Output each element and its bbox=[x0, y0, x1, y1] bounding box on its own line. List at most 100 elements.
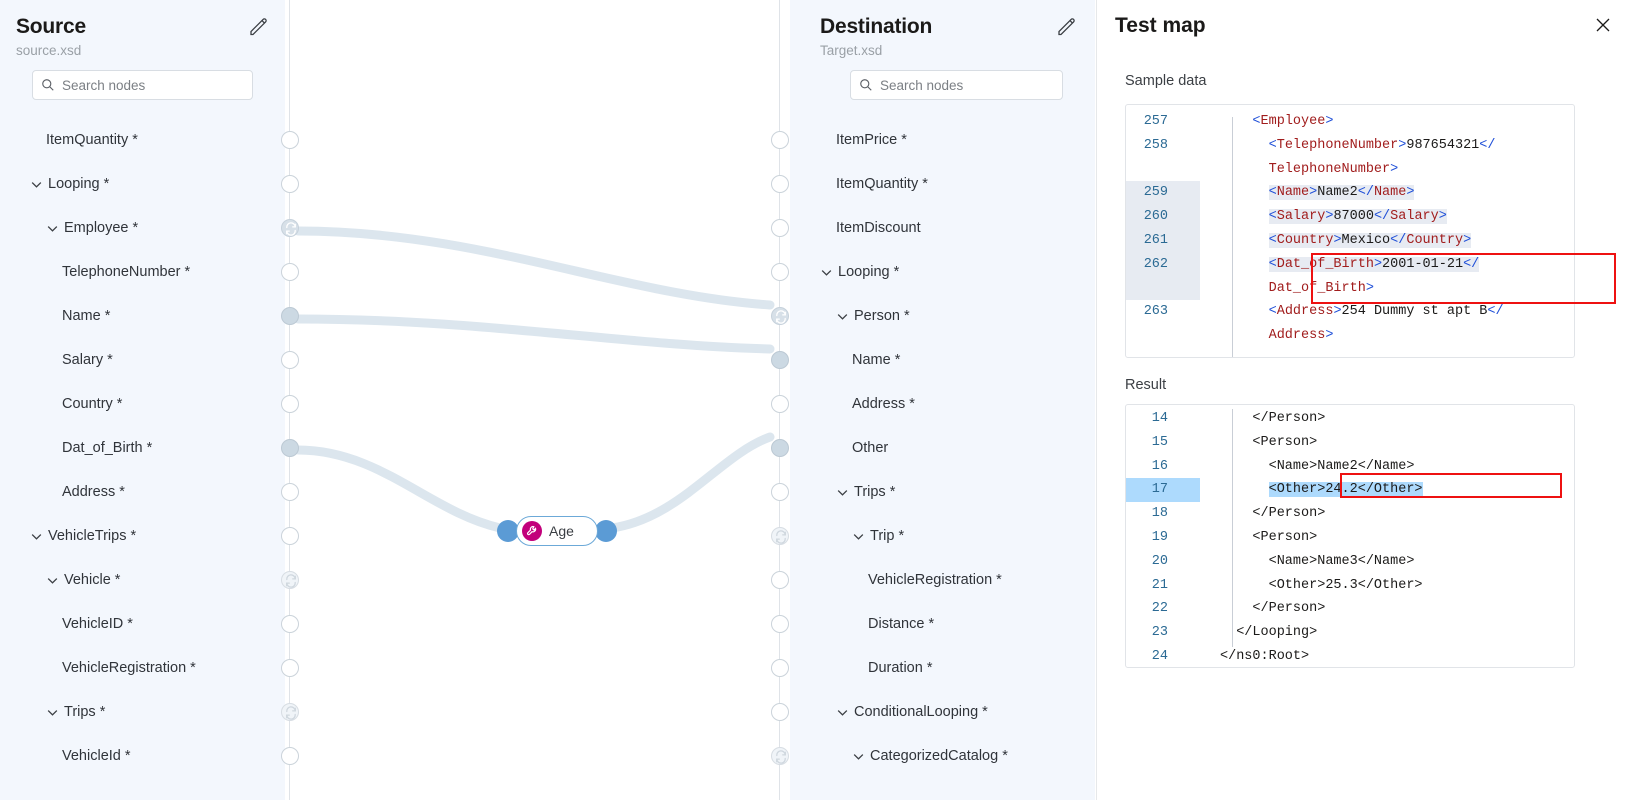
tree-node-label: Name * bbox=[852, 352, 901, 368]
node-connector-port[interactable] bbox=[281, 395, 299, 413]
node-connector-port[interactable] bbox=[281, 219, 299, 237]
node-connector-port[interactable] bbox=[281, 703, 299, 721]
node-connector-port[interactable] bbox=[281, 747, 299, 765]
chevron-down-icon[interactable] bbox=[46, 706, 59, 719]
function-node-input-handle[interactable] bbox=[497, 520, 519, 542]
node-connector-port[interactable] bbox=[771, 395, 789, 413]
tree-node[interactable]: Name * bbox=[0, 294, 285, 338]
function-node-age[interactable]: Age bbox=[497, 516, 617, 546]
chevron-down-icon[interactable] bbox=[46, 222, 59, 235]
chevron-down-icon[interactable] bbox=[30, 178, 43, 191]
node-connector-port[interactable] bbox=[281, 439, 299, 457]
tree-node[interactable]: Trips * bbox=[790, 470, 1095, 514]
node-connector-port[interactable] bbox=[281, 351, 299, 369]
destination-search-box[interactable] bbox=[850, 70, 1063, 100]
tree-node-label: ItemQuantity * bbox=[46, 132, 138, 148]
code-line: 21 <Other>25.3</Other> bbox=[1126, 574, 1574, 598]
node-connector-port[interactable] bbox=[771, 615, 789, 633]
mapping-canvas[interactable] bbox=[285, 0, 790, 800]
node-connector-port[interactable] bbox=[771, 219, 789, 237]
node-connector-port[interactable] bbox=[281, 483, 299, 501]
node-connector-port[interactable] bbox=[771, 527, 789, 545]
tree-node[interactable]: Trip * bbox=[790, 514, 1095, 558]
source-search-box[interactable] bbox=[32, 70, 253, 100]
tree-node[interactable]: ItemDiscount bbox=[790, 206, 1095, 250]
node-connector-port[interactable] bbox=[281, 131, 299, 149]
tree-node[interactable]: Dat_of_Birth * bbox=[0, 426, 285, 470]
tree-node[interactable]: Trips * bbox=[0, 690, 285, 734]
loop-icon bbox=[776, 530, 786, 544]
tree-node[interactable]: Name * bbox=[790, 338, 1095, 382]
tree-node[interactable]: Other bbox=[790, 426, 1095, 470]
node-connector-port[interactable] bbox=[281, 659, 299, 677]
result-editor[interactable]: 14 </Person>15 <Person>16 <Name>Name2</N… bbox=[1125, 404, 1575, 668]
node-connector-port[interactable] bbox=[771, 747, 789, 765]
node-connector-port[interactable] bbox=[771, 703, 789, 721]
tree-node[interactable]: Looping * bbox=[0, 162, 285, 206]
code-text: <Address>254 Dummy st apt B</ Address> bbox=[1268, 304, 1504, 344]
close-icon[interactable] bbox=[1590, 12, 1616, 38]
node-connector-port[interactable] bbox=[281, 175, 299, 193]
destination-panel-header: Destination Target.xsd bbox=[790, 0, 1095, 100]
tree-node[interactable]: TelephoneNumber * bbox=[0, 250, 285, 294]
node-connector-port[interactable] bbox=[771, 307, 789, 325]
node-connector-port[interactable] bbox=[771, 439, 789, 457]
tree-node[interactable]: Duration * bbox=[790, 646, 1095, 690]
node-connector-port[interactable] bbox=[771, 483, 789, 501]
chevron-down-icon[interactable] bbox=[836, 706, 849, 719]
tree-node[interactable]: Address * bbox=[0, 470, 285, 514]
node-connector-port[interactable] bbox=[771, 571, 789, 589]
tree-node[interactable]: Person * bbox=[790, 294, 1095, 338]
source-search-input[interactable] bbox=[62, 77, 244, 93]
tree-node[interactable]: ConditionalLooping * bbox=[790, 690, 1095, 734]
node-connector-port[interactable] bbox=[281, 263, 299, 281]
chevron-down-icon[interactable] bbox=[836, 486, 849, 499]
loop-icon bbox=[776, 750, 786, 764]
tree-node[interactable]: Distance * bbox=[790, 602, 1095, 646]
node-connector-port[interactable] bbox=[771, 351, 789, 369]
node-connector-port[interactable] bbox=[771, 131, 789, 149]
tree-node[interactable]: Salary * bbox=[0, 338, 285, 382]
destination-edit-pencil-icon[interactable] bbox=[1055, 14, 1079, 38]
chevron-down-icon[interactable] bbox=[852, 750, 865, 763]
chevron-down-icon[interactable] bbox=[820, 266, 833, 279]
code-line: 16 <Name>Name2</Name> bbox=[1126, 455, 1574, 479]
function-node-body[interactable]: Age bbox=[516, 516, 598, 546]
line-number: 22 bbox=[1151, 601, 1168, 617]
node-connector-port[interactable] bbox=[771, 659, 789, 677]
line-number: 15 bbox=[1151, 434, 1168, 450]
tree-node[interactable]: VehicleTrips * bbox=[0, 514, 285, 558]
node-connector-port[interactable] bbox=[281, 527, 299, 545]
chevron-down-icon[interactable] bbox=[836, 310, 849, 323]
node-connector-port[interactable] bbox=[281, 615, 299, 633]
tree-node[interactable]: Vehicle * bbox=[0, 558, 285, 602]
tree-node[interactable]: VehicleRegistration * bbox=[790, 558, 1095, 602]
tree-node-label: Trips * bbox=[854, 484, 896, 500]
tree-node[interactable]: VehicleId * bbox=[0, 734, 285, 778]
destination-search-input[interactable] bbox=[880, 77, 1054, 93]
tree-node[interactable]: VehicleID * bbox=[0, 602, 285, 646]
tree-node[interactable]: Country * bbox=[0, 382, 285, 426]
line-number: 259 bbox=[1126, 181, 1178, 206]
tree-node[interactable]: ItemPrice * bbox=[790, 118, 1095, 162]
tree-node[interactable]: CategorizedCatalog * bbox=[790, 734, 1095, 778]
tree-node[interactable]: ItemQuantity * bbox=[790, 162, 1095, 206]
sample-data-editor[interactable]: 257 <Employee>258 <TelephoneNumber>98765… bbox=[1125, 104, 1575, 358]
source-edit-pencil-icon[interactable] bbox=[247, 14, 271, 38]
tree-node[interactable]: ItemQuantity * bbox=[0, 118, 285, 162]
node-connector-port[interactable] bbox=[771, 175, 789, 193]
node-connector-port[interactable] bbox=[281, 571, 299, 589]
tree-node-label: Employee * bbox=[64, 220, 139, 236]
chevron-down-icon[interactable] bbox=[30, 530, 43, 543]
tree-node[interactable]: Employee * bbox=[0, 206, 285, 250]
node-connector-port[interactable] bbox=[771, 263, 789, 281]
code-line: 24</ns0:Root> bbox=[1126, 645, 1574, 667]
chevron-down-icon[interactable] bbox=[46, 574, 59, 587]
tree-node-label: Trip * bbox=[870, 528, 905, 544]
tree-node[interactable]: Looping * bbox=[790, 250, 1095, 294]
tree-node[interactable]: VehicleRegistration * bbox=[0, 646, 285, 690]
node-connector-port[interactable] bbox=[281, 307, 299, 325]
tree-node[interactable]: Address * bbox=[790, 382, 1095, 426]
chevron-down-icon[interactable] bbox=[852, 530, 865, 543]
function-node-output-handle[interactable] bbox=[595, 520, 617, 542]
